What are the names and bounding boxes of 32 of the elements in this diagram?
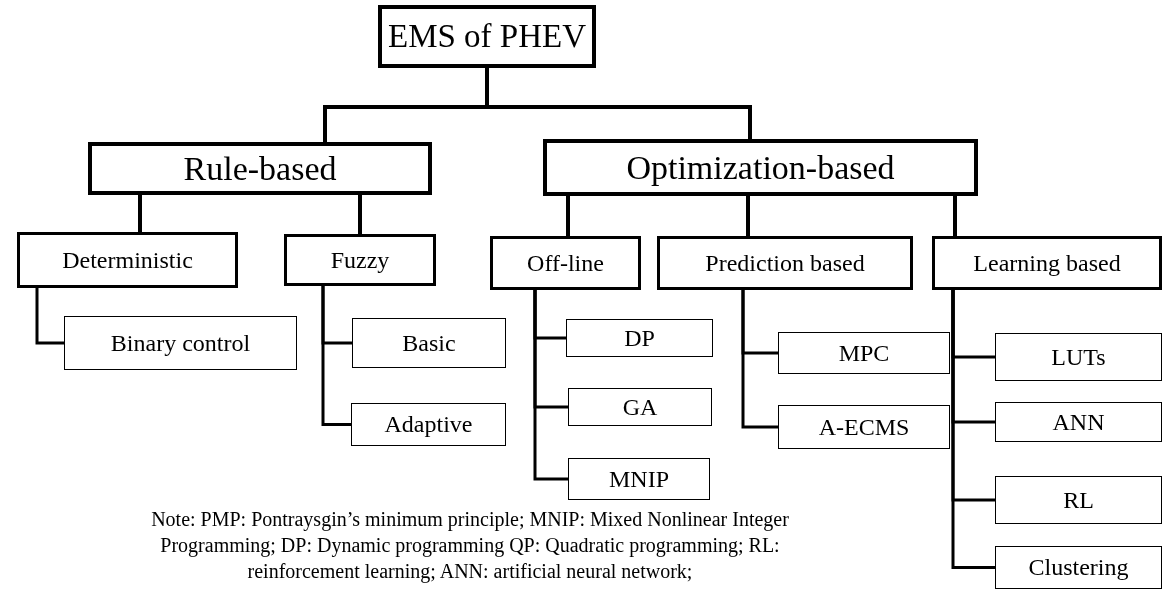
category-box: Off-line [490,236,641,290]
connector-line [485,68,752,139]
category-box: Optimization-based [543,139,978,196]
category-box: Fuzzy [284,234,436,286]
connector-line [358,195,362,234]
category-box: Learning based [932,236,1162,290]
category-box: Prediction based [657,236,913,290]
connector-line [35,288,64,345]
category-box: ANN [995,402,1162,442]
category-box: MPC [778,332,950,374]
category-box: DP [566,319,713,357]
connector-line [321,286,351,426]
connector-line [953,196,957,236]
category-box: Rule-based [88,142,432,195]
connector-line [533,290,568,481]
category-box: Adaptive [351,403,506,446]
category-box: Clustering [995,546,1162,589]
connector-line [566,196,570,236]
category-box: GA [568,388,712,426]
category-box: Basic [352,318,506,368]
note-text: Note: PMP: Pontraysgin’s minimum principle; MNIP: Mixed Nonlinear Integer Programming; DP: Dynamic programming QP: Quadratic programming; RL: reinforcement learning; ANN: artificial neural network; [150,507,790,584]
connector-line [746,196,750,236]
connector-line [138,195,142,232]
connector-line [741,290,778,429]
category-box: Deterministic [17,232,238,288]
category-box: LUTs [995,333,1162,381]
category-box: EMS of PHEV [378,5,596,68]
category-box: MNIP [568,458,710,500]
category-box: Binary control [64,316,297,370]
category-box: RL [995,476,1162,524]
connector-line [951,290,995,569]
category-box: A-ECMS [778,405,950,449]
